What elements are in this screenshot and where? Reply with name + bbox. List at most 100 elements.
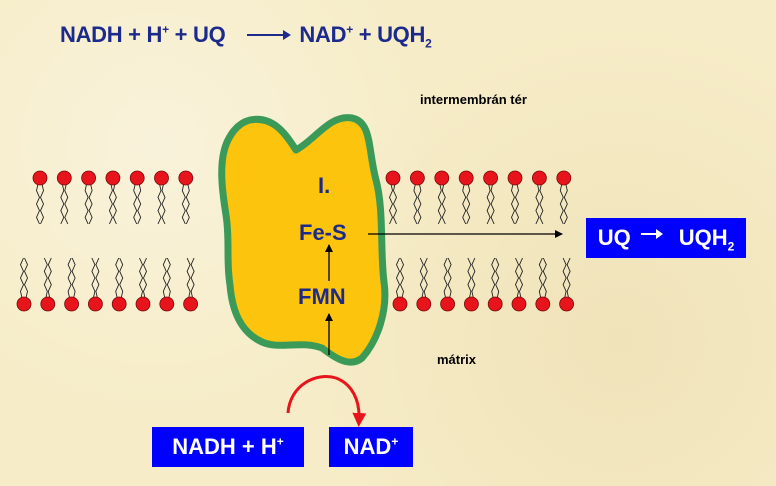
box-nadh: NADH + H+ bbox=[152, 427, 304, 467]
ubiquinone-label: UQ bbox=[597, 225, 631, 250]
ubiquinol-label: UQH2 bbox=[678, 225, 735, 254]
nadh-label: NADH + H+ bbox=[172, 434, 284, 459]
lipid-tail bbox=[84, 183, 89, 225]
lipid-head bbox=[178, 170, 194, 186]
lipid-tail bbox=[495, 257, 500, 299]
lipid-head bbox=[416, 296, 432, 312]
lipid-tail bbox=[566, 257, 571, 299]
lipid-tail bbox=[24, 257, 28, 299]
lipid-head bbox=[159, 296, 175, 312]
lipid-tail bbox=[47, 257, 52, 299]
lipid-tail bbox=[423, 257, 428, 299]
lipid-head bbox=[440, 296, 456, 312]
lipid-tail bbox=[20, 257, 24, 299]
lipid-tail bbox=[462, 183, 467, 225]
lipid-head bbox=[135, 296, 151, 312]
lipid-tail bbox=[133, 183, 138, 225]
lipid-tail bbox=[40, 183, 44, 225]
lipid-head bbox=[56, 170, 72, 186]
lipid-tail bbox=[190, 257, 195, 299]
lipid-tail bbox=[143, 257, 147, 299]
complex-i-protein bbox=[218, 114, 389, 366]
lipid-tail bbox=[71, 257, 76, 299]
lipid-head bbox=[535, 296, 551, 312]
lipid-tail bbox=[471, 257, 476, 299]
lipid-tail bbox=[559, 183, 564, 225]
complex-name: I. bbox=[318, 173, 331, 198]
lipid-tail bbox=[60, 183, 65, 225]
curved-red-arrow bbox=[286, 375, 367, 427]
lipid-tail bbox=[538, 257, 543, 299]
lipid-tail bbox=[139, 257, 143, 299]
lipid-tail bbox=[466, 183, 471, 225]
label-intermembrane-space: intermembrán tér bbox=[420, 92, 527, 107]
lipid-head bbox=[487, 296, 503, 312]
lipid-head bbox=[434, 170, 450, 186]
lipid-tails bbox=[20, 183, 571, 299]
lipid-tail bbox=[157, 183, 162, 225]
lipid-tail bbox=[490, 183, 495, 225]
lipid-tail bbox=[115, 257, 120, 299]
lipid-tail bbox=[108, 183, 113, 225]
fe-s-cluster-label: Fe-S bbox=[299, 220, 347, 245]
lipid-head bbox=[154, 170, 169, 186]
label-matrix: mátrix bbox=[437, 352, 477, 367]
lipid-tail bbox=[515, 183, 519, 225]
lipid-tail bbox=[393, 183, 397, 225]
reaction-equation: NADH + H+ + UQ NAD+ + UQH2 bbox=[60, 18, 432, 52]
lipid-head bbox=[507, 170, 523, 186]
box-ubiquinone-reduction: UQ UQH2 bbox=[586, 218, 746, 258]
lipid-tail bbox=[563, 183, 568, 225]
lipid-head bbox=[129, 170, 145, 186]
lipid-head bbox=[483, 170, 499, 186]
arrow-right-icon bbox=[640, 229, 663, 239]
equation-products: NAD+ + UQH2 bbox=[299, 22, 432, 51]
lipid-head bbox=[458, 170, 474, 186]
lipid-tail bbox=[185, 183, 190, 225]
lipid-head bbox=[32, 170, 48, 186]
lipid-head bbox=[40, 296, 56, 312]
lipid-tail bbox=[441, 183, 446, 225]
lipid-tail bbox=[443, 257, 448, 299]
lipid-tail bbox=[515, 257, 519, 299]
lipid-head bbox=[409, 170, 425, 186]
lipid-heads bbox=[16, 170, 574, 312]
lipid-head bbox=[64, 296, 79, 312]
lipid-tail bbox=[95, 257, 100, 299]
lipid-head bbox=[556, 170, 572, 186]
lipid-tail bbox=[419, 257, 424, 299]
lipid-head bbox=[16, 296, 32, 312]
lipid-tail bbox=[539, 183, 544, 225]
lipid-tail bbox=[400, 257, 404, 299]
lipid-tail bbox=[389, 183, 393, 225]
lipid-tail bbox=[161, 183, 166, 225]
lipid-head bbox=[559, 296, 574, 312]
lipid-tail bbox=[137, 183, 142, 225]
lipid-tail bbox=[437, 183, 442, 225]
lipid-tail bbox=[91, 257, 96, 299]
reaction-arrow-icon bbox=[247, 30, 292, 40]
lipid-head bbox=[463, 296, 479, 312]
lipid-tail bbox=[519, 257, 523, 299]
box-nad-plus: NAD+ bbox=[329, 427, 413, 467]
lipid-tail bbox=[88, 183, 93, 225]
lipid-tail bbox=[535, 183, 540, 225]
lipid-tail bbox=[396, 257, 400, 299]
lipid-tail bbox=[186, 257, 191, 299]
lipid-head bbox=[81, 170, 96, 186]
fmn-label: FMN bbox=[298, 284, 346, 309]
lipid-tail bbox=[181, 183, 186, 225]
lipid-head bbox=[511, 296, 527, 312]
lipid-tail bbox=[511, 183, 515, 225]
lipid-head bbox=[183, 296, 199, 312]
lipid-tail bbox=[119, 257, 124, 299]
lipid-tail bbox=[67, 257, 72, 299]
lipid-tail bbox=[112, 183, 117, 225]
lipid-tail bbox=[162, 257, 167, 299]
lipid-tail bbox=[491, 257, 496, 299]
lipid-head bbox=[105, 170, 121, 186]
lipid-tail bbox=[467, 257, 472, 299]
lipid-head bbox=[111, 296, 127, 312]
lipid-tail bbox=[413, 183, 418, 225]
